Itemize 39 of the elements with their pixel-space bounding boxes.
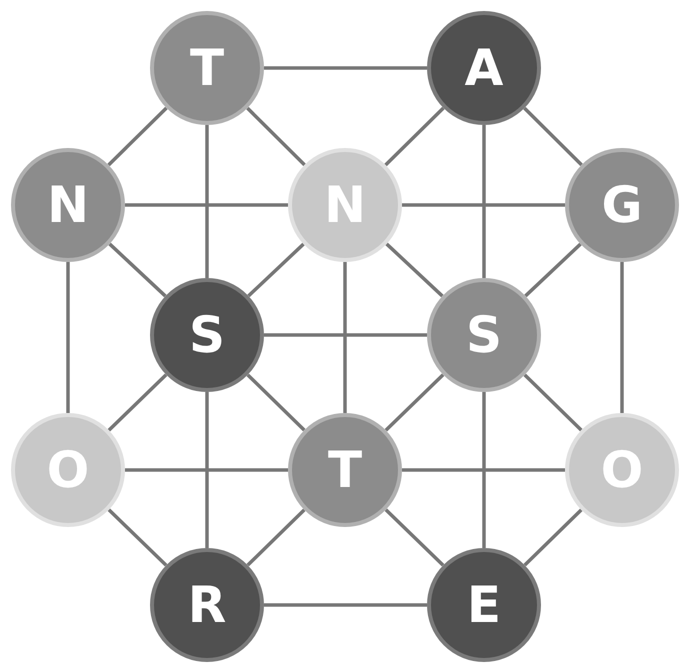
connector-line bbox=[125, 468, 288, 472]
connector-line bbox=[482, 125, 486, 278]
connector-line bbox=[108, 508, 168, 567]
connector-line bbox=[246, 508, 306, 566]
connector-line bbox=[524, 374, 582, 432]
connector-line bbox=[385, 242, 444, 298]
connector-line bbox=[402, 203, 565, 207]
letter-circle: S bbox=[150, 278, 264, 392]
connector-line bbox=[384, 106, 445, 166]
connector-line bbox=[384, 508, 444, 567]
letter-circle: G bbox=[565, 148, 679, 262]
letter-circle: E bbox=[427, 548, 541, 662]
connector-line bbox=[343, 262, 347, 413]
letter-circle: A bbox=[427, 11, 541, 125]
connector-line bbox=[246, 106, 306, 166]
connector-line bbox=[402, 468, 565, 472]
connector-line bbox=[482, 392, 486, 548]
connector-line bbox=[523, 106, 583, 166]
connector-line bbox=[205, 125, 209, 278]
connector-line bbox=[264, 333, 427, 337]
connector-line bbox=[107, 106, 168, 166]
connector-line bbox=[108, 373, 168, 432]
connector-line bbox=[524, 508, 582, 566]
connector-line bbox=[264, 66, 427, 70]
connector-line bbox=[246, 374, 306, 432]
connector-line bbox=[108, 242, 167, 298]
connector-line bbox=[247, 242, 305, 298]
connector-line bbox=[205, 392, 209, 548]
letter-circle: S bbox=[427, 278, 541, 392]
connector-line bbox=[125, 203, 288, 207]
letter-circle: T bbox=[288, 413, 402, 527]
letter-circle: T bbox=[150, 11, 264, 125]
connector-line bbox=[384, 373, 444, 432]
connector-line bbox=[264, 603, 427, 607]
letter-circle: R bbox=[150, 548, 264, 662]
connector-line bbox=[524, 242, 582, 298]
letter-circle: N bbox=[11, 148, 125, 262]
connector-line bbox=[66, 262, 70, 413]
connector-line bbox=[620, 262, 624, 413]
